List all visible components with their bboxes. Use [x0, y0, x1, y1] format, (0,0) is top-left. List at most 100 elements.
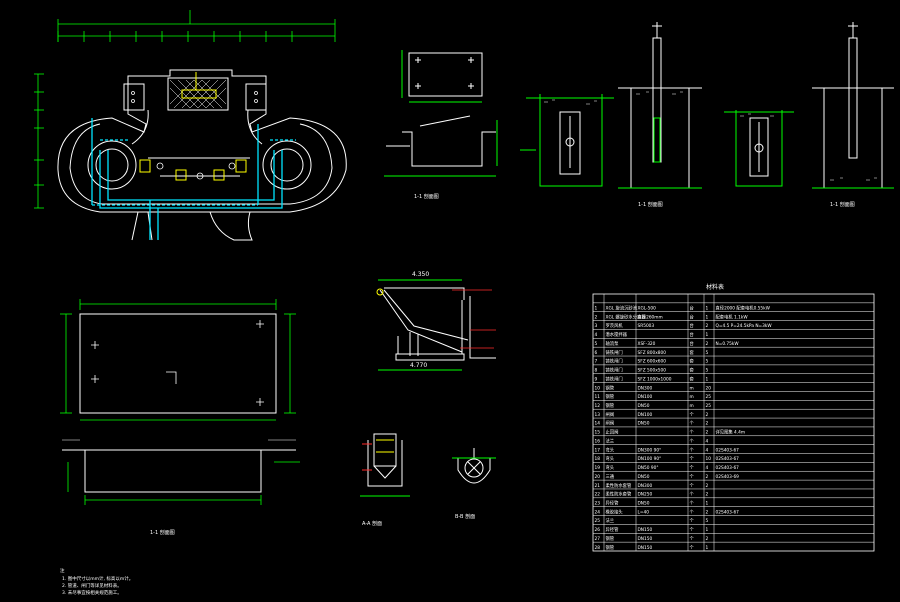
- table-cell-note: 02S403-67: [716, 509, 740, 515]
- table-cell-name: 止回阀: [606, 429, 619, 436]
- table-cell-qty: 1: [706, 376, 709, 382]
- table-cell-no: 2: [595, 314, 598, 320]
- table-cell-unit: 个: [690, 430, 695, 436]
- table-cell-qty: 2: [706, 323, 709, 329]
- table-cell-name: 弯头: [606, 464, 615, 471]
- table-cell-no: 6: [595, 350, 598, 356]
- table-cell-no: 16: [595, 438, 601, 444]
- table-cell-no: 23: [595, 500, 601, 506]
- table-cell-qty: 10: [706, 456, 712, 462]
- table-cell-note: N=0.75kW: [716, 341, 740, 347]
- dimension-4350: 4.350: [412, 271, 429, 278]
- table-cell-name: 钢管: [606, 384, 615, 391]
- table-cell-qty: 2: [706, 474, 709, 480]
- table-cell-note: 02S403-67: [716, 447, 740, 453]
- table-cell-spec: DN150: [638, 536, 653, 542]
- table-cell-note: 02S403-67: [716, 456, 740, 462]
- table-cell-spec: DN100 90°: [638, 456, 662, 462]
- table-cell-qty: 1: [706, 332, 709, 338]
- material-table-title: 材料表: [706, 283, 724, 291]
- table-cell-unit: 台: [690, 313, 694, 320]
- table-cell-unit: m: [690, 395, 694, 400]
- table-cell-unit: 个: [690, 492, 695, 498]
- table-cell-no: 25: [595, 518, 601, 524]
- table-cell-qty: 4: [706, 438, 709, 444]
- table-cell-no: 27: [595, 536, 601, 542]
- blower-equipment: [139, 72, 247, 181]
- table-cell-no: 28: [595, 545, 601, 551]
- table-cell-name: 钢管: [606, 535, 615, 542]
- table-cell-unit: 套: [690, 375, 695, 382]
- table-cell-spec: XSF-320: [638, 341, 656, 347]
- table-cell-note: 配套电机 1.1kW: [716, 313, 749, 320]
- table-cell-no: 7: [595, 359, 598, 365]
- gate-section-label-a: 1-1 剖面图: [638, 201, 663, 208]
- table-cell-name: 钢管: [606, 544, 615, 551]
- table-cell-qty: 2: [706, 341, 709, 347]
- table-cell-spec: SFZ 600x600: [638, 359, 667, 365]
- table-cell-no: 20: [595, 474, 601, 480]
- table-cell-qty: 5: [706, 350, 709, 356]
- notes-line-1: 1. 图中尺寸以mm计, 标高以m计。: [62, 575, 133, 582]
- table-cell-spec: 直径260mm: [638, 313, 663, 320]
- table-cell-qty: 1: [706, 527, 709, 533]
- table-cell-name: 潜水搅拌器: [606, 331, 628, 338]
- table-cell-spec: DN50: [638, 474, 650, 480]
- table-cell-unit: 台: [690, 322, 694, 329]
- sand-conveyor-section: [376, 279, 496, 371]
- table-cell-no: 8: [595, 368, 598, 374]
- table-cell-name: 异径管: [606, 526, 620, 533]
- table-cell-unit: 套: [690, 367, 695, 374]
- table-cell-unit: 个: [690, 474, 695, 480]
- table-cell-note: 直径2000 配套电机0.55kW: [716, 305, 771, 312]
- table-cell-qty: 25: [706, 403, 712, 409]
- table-cell-spec: DN300 90°: [638, 447, 662, 453]
- table-cell-spec: DN150: [638, 545, 653, 551]
- table-cell-unit: 套: [690, 349, 695, 356]
- table-cell-qty: 4: [706, 447, 709, 453]
- table-cell-note: 详见图集 4.4m: [716, 429, 746, 436]
- table-cell-spec: DN300: [638, 483, 653, 489]
- table-cell-qty: 2: [706, 430, 709, 436]
- table-cell-no: 3: [595, 323, 598, 329]
- table-cell-spec: DN250: [638, 492, 653, 498]
- table-cell-name: 法兰: [606, 437, 615, 444]
- gate-section-label-b: 1-1 剖面图: [830, 201, 855, 208]
- table-cell-unit: 台: [690, 340, 694, 347]
- table-cell-qty: 5: [706, 368, 709, 374]
- tank-detail: [384, 50, 498, 177]
- table-cell-qty: 20: [706, 385, 712, 391]
- tank-section-label: 1-1 剖面图: [414, 193, 439, 200]
- table-cell-name: 法兰: [606, 517, 615, 524]
- table-cell-no: 5: [595, 341, 598, 347]
- table-cell-name: 闸阀: [606, 420, 615, 427]
- plan-top-dimensions: [57, 10, 336, 42]
- table-cell-no: 21: [595, 483, 601, 489]
- table-cell-unit: 个: [690, 518, 695, 524]
- table-cell-qty: 5: [706, 518, 709, 524]
- table-cell-spec: DN300: [638, 385, 653, 391]
- table-cell-note: Q=4.5 P=24.5kPa N=3kW: [716, 323, 773, 329]
- grit-chamber-plan-view: [34, 10, 347, 241]
- table-cell-qty: 2: [706, 421, 709, 427]
- table-cell-unit: m: [690, 386, 694, 391]
- table-cell-spec: DN100: [638, 412, 653, 418]
- bb-section-label: B-B 剖面: [455, 513, 475, 520]
- table-cell-note: 02S403-67: [716, 465, 740, 471]
- table-cell-name: 罗茨风机: [606, 322, 624, 329]
- table-cell-qty: 1: [706, 306, 709, 312]
- table-cell-qty: 1: [706, 500, 709, 506]
- table-cell-no: 10: [595, 385, 601, 391]
- table-cell-no: 22: [595, 492, 601, 498]
- table-cell-qty: 1: [706, 545, 709, 551]
- table-cell-name: 柔性防水套管: [606, 482, 632, 489]
- table-cell-unit: 个: [690, 438, 695, 444]
- table-cell-unit: 个: [690, 447, 695, 453]
- table-cell-spec: L=40: [638, 509, 650, 515]
- notes-title: 注: [60, 567, 65, 574]
- dimension-4770: 4.770: [410, 362, 427, 369]
- table-cell-spec: SR5003: [638, 323, 655, 329]
- table-cell-spec: DN150: [638, 527, 653, 533]
- table-cell-unit: 个: [690, 465, 695, 471]
